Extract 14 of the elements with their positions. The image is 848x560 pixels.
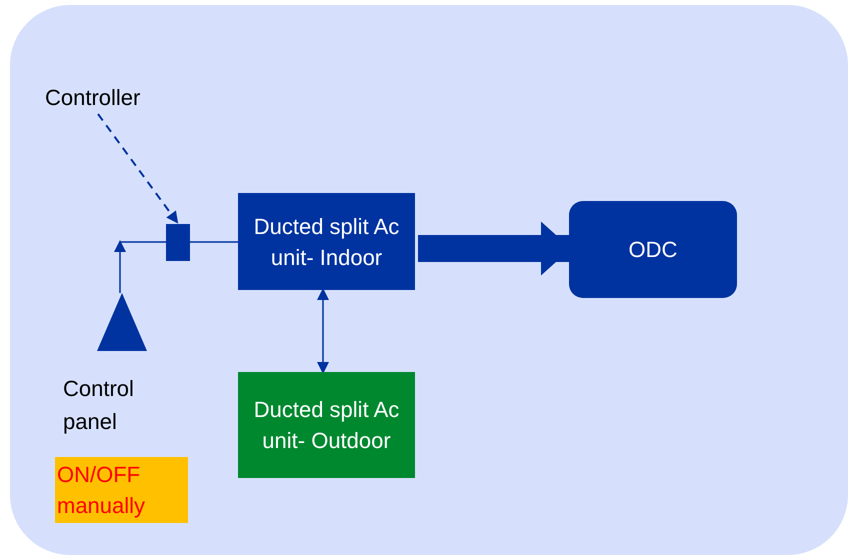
connector-line	[120, 241, 166, 243]
arrow	[317, 288, 329, 374]
arrow	[114, 240, 126, 293]
indoor-unit-box: Ducted split Ac unit- Indoor	[238, 193, 415, 290]
connector-line	[190, 241, 238, 243]
block-arrow	[418, 222, 571, 276]
outdoor-unit-box: Ducted split Ac unit- Outdoor	[238, 372, 415, 478]
control-panel-triangle	[97, 293, 147, 351]
note-box: ON/OFF manually	[55, 457, 188, 523]
odc-box: ODC	[569, 201, 737, 298]
connector-block	[166, 224, 190, 261]
label-text: Controller	[45, 82, 169, 112]
caption-text: Control panel	[63, 375, 135, 436]
dashed-arrow	[97, 113, 178, 224]
